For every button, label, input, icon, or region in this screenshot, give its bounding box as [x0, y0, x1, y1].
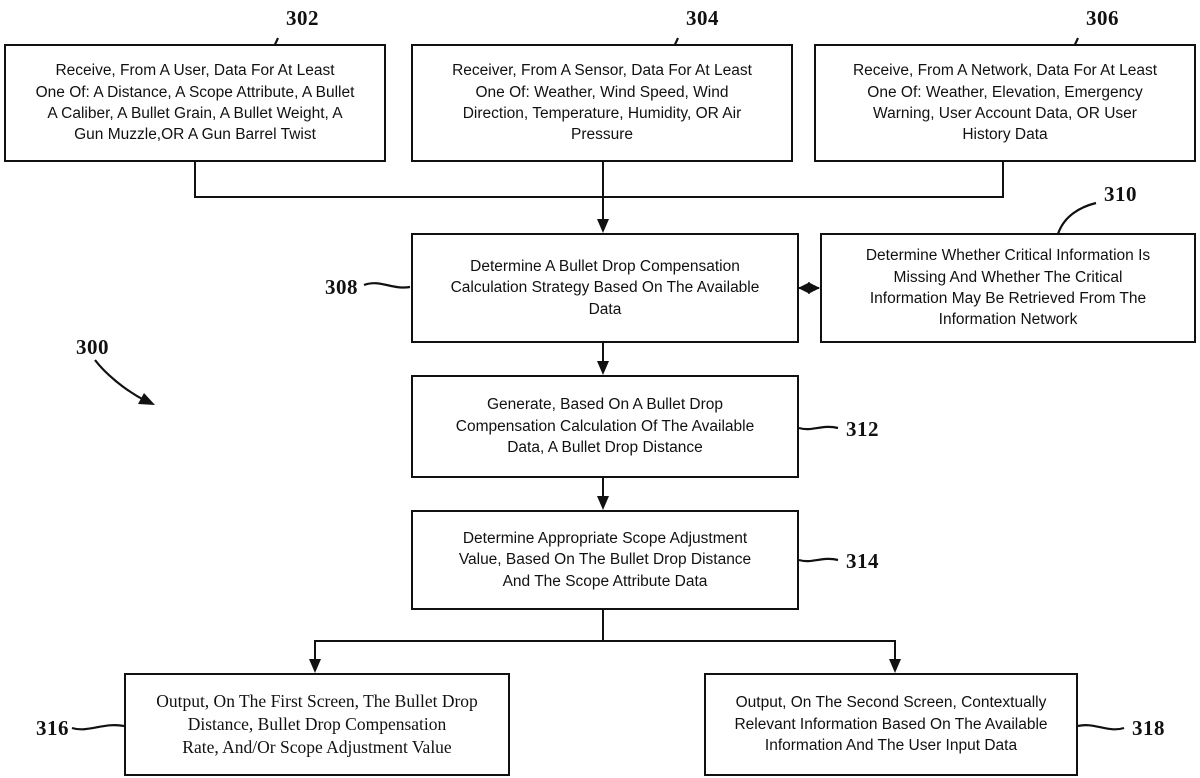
reference-numeral-314: 314: [846, 549, 879, 573]
arrowhead-into-310-left: [808, 282, 820, 294]
wire-314-split-bus-right: [603, 640, 896, 664]
arrowhead-into-314: [597, 496, 609, 510]
arrowhead-into-316: [309, 659, 321, 673]
process-box-314[interactable]: Determine Appropriate Scope Adjustment V…: [411, 510, 799, 610]
process-box-318-text: Output, On The Second Screen, Contextual…: [734, 694, 1048, 755]
wire-306-to-bus: [603, 162, 1004, 198]
process-box-312-text: Generate, Based On A Bullet Drop Compens…: [455, 396, 755, 457]
leader-314: [798, 557, 839, 563]
process-box-302-text: Receive, From A User, Data For At Least …: [35, 62, 355, 144]
figure-300-arrowhead: [138, 393, 155, 405]
figure-300-leader: [94, 359, 147, 402]
process-box-302[interactable]: Receive, From A User, Data For At Least …: [4, 44, 386, 162]
arrowhead-into-318: [889, 659, 901, 673]
process-box-316[interactable]: Output, On The First Screen, The Bullet …: [124, 673, 510, 776]
process-box-316-text: Output, On The First Screen, The Bullet …: [156, 691, 478, 757]
reference-numeral-310: 310: [1104, 182, 1137, 206]
wire-314-split-bus: [314, 610, 604, 664]
leader-312: [798, 425, 839, 431]
process-box-304-text: Receiver, From A Sensor, Data For At Lea…: [452, 62, 752, 144]
reference-numeral-302: 302: [286, 6, 319, 30]
reference-numeral-318: 318: [1132, 716, 1165, 740]
arrowhead-into-308: [597, 219, 609, 233]
reference-numeral-308: 308: [325, 275, 358, 299]
leader-316: [71, 724, 125, 731]
arrowhead-into-308-right: [798, 282, 810, 294]
process-box-312[interactable]: Generate, Based On A Bullet Drop Compens…: [411, 375, 799, 478]
reference-numeral-304: 304: [686, 6, 719, 30]
process-box-306[interactable]: Receive, From A Network, Data For At Lea…: [814, 44, 1196, 162]
process-box-306-text: Receive, From A Network, Data For At Lea…: [852, 62, 1158, 144]
process-box-318[interactable]: Output, On The Second Screen, Contextual…: [704, 673, 1078, 776]
figure-number-300: 300: [76, 335, 109, 359]
arrowhead-into-312: [597, 361, 609, 375]
process-box-304[interactable]: Receiver, From A Sensor, Data For At Lea…: [411, 44, 793, 162]
wire-302-to-bus: [194, 162, 603, 198]
process-box-314-text: Determine Appropriate Scope Adjustment V…: [458, 529, 752, 590]
process-box-310-text: Determine Whether Critical Information I…: [865, 247, 1151, 329]
reference-numeral-312: 312: [846, 417, 879, 441]
leader-310: [1056, 201, 1097, 235]
process-box-308[interactable]: Determine A Bullet Drop Compensation Cal…: [411, 233, 799, 343]
reference-numeral-306: 306: [1086, 6, 1119, 30]
leader-318: [1077, 724, 1125, 731]
leader-308: [363, 282, 411, 289]
process-box-308-text: Determine A Bullet Drop Compensation Cal…: [450, 257, 760, 318]
process-box-310[interactable]: Determine Whether Critical Information I…: [820, 233, 1196, 343]
reference-numeral-316: 316: [36, 716, 69, 740]
